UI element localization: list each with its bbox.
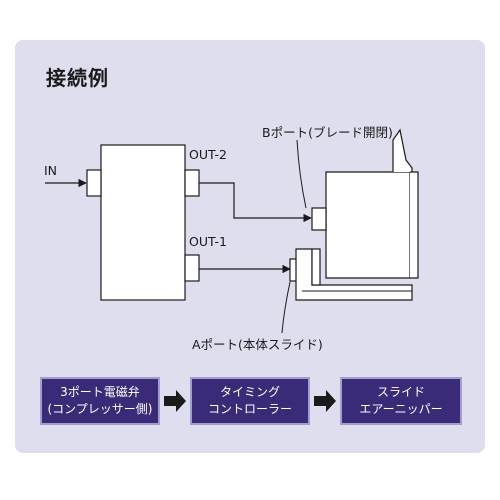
port-a-leader — [281, 281, 291, 334]
out2-label: OUT-2 — [189, 147, 227, 162]
flow-box-line1: スライド — [376, 385, 425, 399]
flow-box-line2: コントローラー — [207, 402, 292, 416]
flow-arrow-1 — [164, 390, 186, 412]
port-b-label: Bポート(ブレード開閉) — [262, 125, 393, 140]
flow-box-line1: 3ポート電磁弁 — [60, 385, 140, 399]
flow-box-line2: (コンプレッサー側) — [47, 402, 153, 416]
diagram-title: 接続例 — [46, 66, 109, 90]
flow-arrow-2 — [314, 390, 336, 412]
port-a-label: Aポート(本体スライド) — [192, 337, 323, 352]
flow-box-timing-controller: タイミング コントローラー — [190, 377, 310, 425]
flow-box-line2: エアーニッパー — [359, 402, 443, 416]
out2-tube — [199, 182, 312, 223]
nipper-blade — [392, 128, 413, 172]
in-port — [86, 169, 102, 197]
port-b-leader — [296, 139, 307, 209]
b-port — [311, 207, 327, 231]
flow-box-slide-air-nipper: スライド エアーニッパー — [340, 377, 462, 425]
in-label: IN — [44, 163, 58, 178]
flow-box-solenoid-valve: 3ポート電磁弁 (コンプレッサー側) — [40, 377, 160, 425]
out2-port — [184, 169, 200, 197]
out1-label: OUT-1 — [189, 234, 227, 249]
flow-box-line1: タイミング — [219, 385, 280, 399]
out1-port — [184, 254, 200, 282]
air-nipper-body — [325, 171, 411, 279]
solenoid-valve-body — [100, 144, 186, 301]
